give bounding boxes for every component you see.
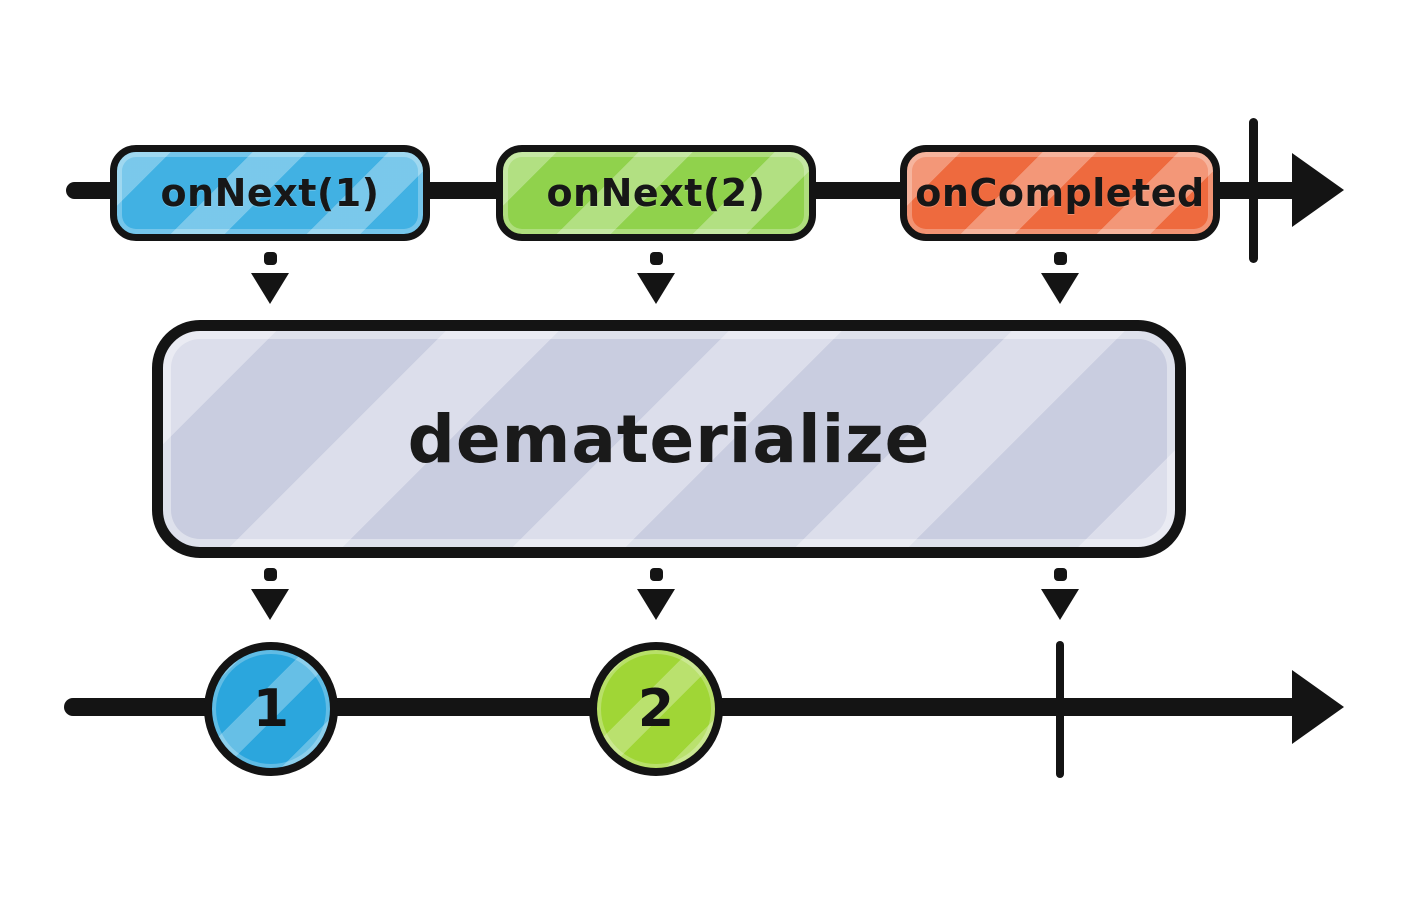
output-marble-1: 1	[204, 642, 338, 776]
flow-arrow-top-2	[637, 252, 675, 310]
source-event-pill-onnext-2: onNext(2)	[496, 145, 816, 241]
down-arrow-icon	[637, 273, 675, 304]
flow-arrow-top-3	[1041, 252, 1079, 310]
source-timeline-arrowhead-icon	[1292, 153, 1344, 227]
down-arrow-icon	[251, 273, 289, 304]
flow-arrow-dot	[263, 568, 277, 581]
flow-arrow-dot	[649, 568, 663, 581]
flow-arrow-dot	[649, 252, 663, 265]
source-event-pill-oncompleted: onCompleted	[900, 145, 1220, 241]
flow-arrow-bottom-1	[251, 568, 289, 626]
down-arrow-icon	[1041, 273, 1079, 304]
source-event-label: onNext(1)	[160, 171, 380, 215]
down-arrow-icon	[251, 589, 289, 620]
output-complete-tick	[1056, 641, 1064, 778]
flow-arrow-dot	[1053, 568, 1067, 581]
source-event-pill-onnext-1: onNext(1)	[110, 145, 430, 241]
source-complete-tick	[1249, 118, 1258, 263]
operator-box: dematerialize	[152, 320, 1186, 558]
flow-arrow-top-1	[251, 252, 289, 310]
output-timeline-arrowhead-icon	[1292, 670, 1344, 744]
flow-arrow-dot	[263, 252, 277, 265]
output-marble-2: 2	[589, 642, 723, 776]
flow-arrow-bottom-3	[1041, 568, 1079, 626]
source-event-label: onNext(2)	[546, 171, 766, 215]
output-marble-label: 2	[637, 679, 675, 739]
down-arrow-icon	[637, 589, 675, 620]
output-marble-label: 1	[252, 679, 290, 739]
flow-arrow-bottom-2	[637, 568, 675, 626]
down-arrow-icon	[1041, 589, 1079, 620]
operator-label: dematerialize	[407, 400, 931, 478]
flow-arrow-dot	[1053, 252, 1067, 265]
source-event-label: onCompleted	[915, 171, 1205, 215]
